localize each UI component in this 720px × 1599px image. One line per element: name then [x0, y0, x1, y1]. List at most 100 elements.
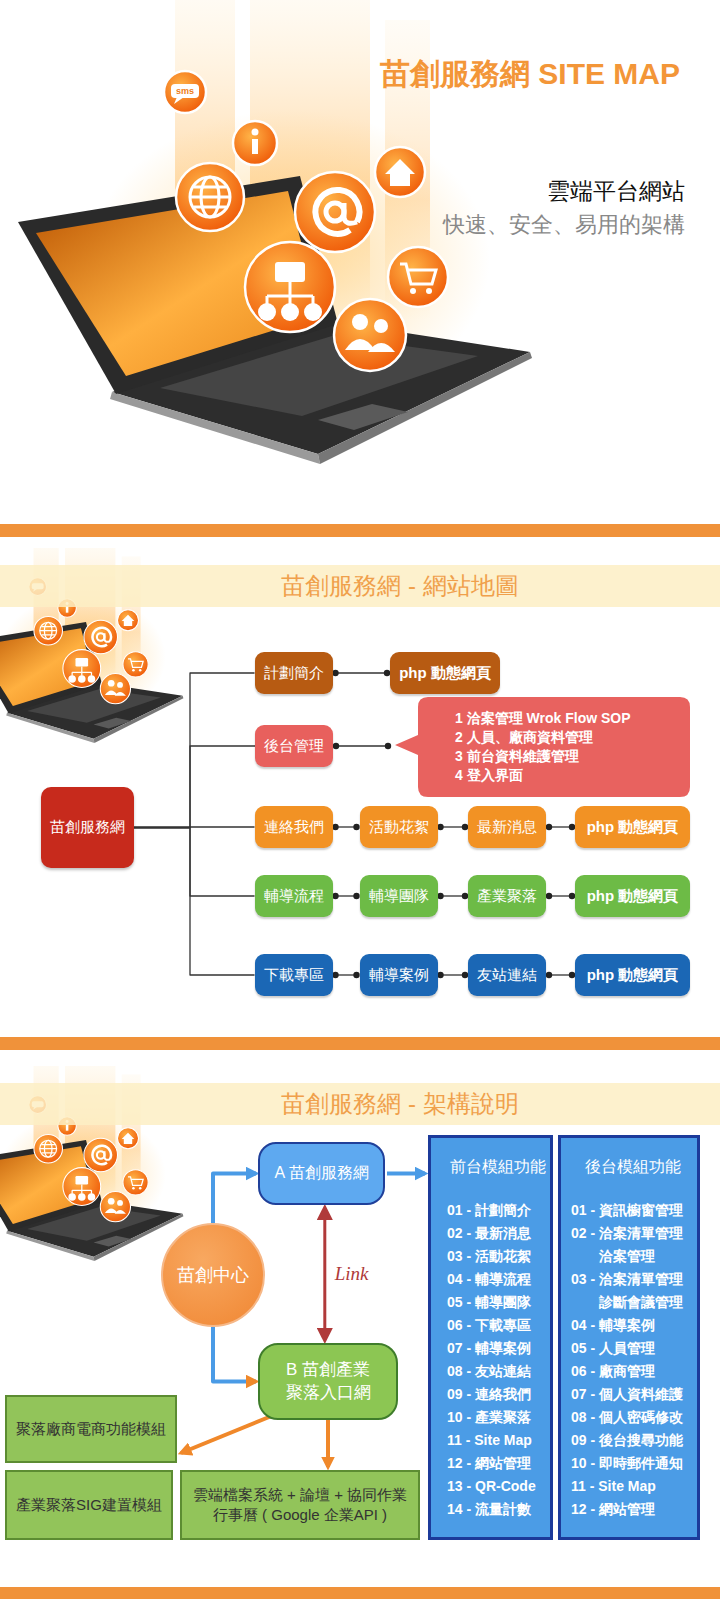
module-item: 14 - 流量計數 — [447, 1498, 548, 1521]
connector — [134, 828, 255, 897]
root-box: 苗創服務網 — [41, 787, 134, 868]
connector-dot — [332, 670, 338, 676]
module-item: 04 - 輔導流程 — [447, 1268, 548, 1291]
module-box: 產業聚落SIG建置模組 — [5, 1470, 173, 1540]
callout-line: 4 登入界面 — [455, 766, 523, 785]
node-label: A 苗創服務網 — [274, 1163, 368, 1184]
connector — [134, 828, 255, 976]
connector — [336, 672, 388, 673]
module-item: 08 - 個人密碼修改 — [571, 1406, 695, 1429]
node-label: 聚落廠商電商功能模組 — [16, 1419, 166, 1439]
module-item: 08 - 友站連結 — [447, 1360, 548, 1383]
node-label: php 動態網頁 — [399, 664, 491, 683]
page-box: php 動態網頁 — [575, 875, 690, 917]
connector-dot — [437, 972, 443, 978]
module-item: 02 - 洽案清單管理 洽案管理 — [571, 1222, 695, 1268]
module-panel: 前台模組功能01 - 計劃簡介02 - 最新消息03 - 活動花絮04 - 輔導… — [428, 1135, 553, 1540]
module-item: 12 - 網站管理 — [447, 1452, 548, 1475]
connector-dot — [333, 743, 339, 749]
module-item: 06 - 廠商管理 — [571, 1360, 695, 1383]
module-item: 12 - 網站管理 — [571, 1498, 695, 1521]
connector — [323, 1208, 326, 1340]
module-box: 雲端檔案系統 + 論壇 + 協同作業 行事曆 ( Google 企業API ) — [180, 1470, 420, 1540]
node-label: 友站連結 — [477, 966, 537, 985]
page-box: 計劃簡介 — [255, 652, 333, 694]
node-label: 雲端檔案系統 + 論壇 + 協同作業 行事曆 ( Google 企業API ) — [186, 1485, 414, 1526]
module-item: 05 - 人員管理 — [571, 1337, 695, 1360]
subtitle: 雲端平台網站 — [547, 176, 685, 206]
module-panel: 後台模組功能 01 - 資訊櫥窗管理02 - 洽案清單管理 洽案管理03 - 洽案… — [558, 1135, 700, 1540]
node-label: php 動態網頁 — [587, 966, 679, 985]
connector — [213, 1327, 256, 1382]
module-item: 01 - 資訊櫥窗管理 — [571, 1199, 695, 1222]
icon-text: sms — [170, 84, 200, 98]
page-box: 產業聚落 — [468, 875, 546, 917]
callout-outline — [395, 697, 690, 797]
connector — [549, 826, 572, 827]
connector — [387, 1172, 425, 1176]
connector-dot — [332, 972, 338, 978]
node-label: 輔導案例 — [369, 966, 429, 985]
section-band: 苗創服務網 - 網站地圖 — [0, 565, 720, 607]
module-item: 10 - 產業聚落 — [447, 1406, 548, 1429]
page-box: 活動花絮 — [360, 806, 438, 848]
page-box: 友站連結 — [468, 954, 546, 996]
connector — [441, 974, 466, 975]
page-box: php 動態網頁 — [575, 954, 690, 996]
site-box: A 苗創服務網 — [258, 1142, 385, 1205]
portal-box: B 苗創產業 聚落入口網 — [258, 1343, 398, 1420]
page-box: php 動態網頁 — [390, 652, 500, 694]
connector — [549, 974, 572, 975]
connector — [441, 826, 466, 827]
module-item: 11 - Site Map — [571, 1475, 695, 1498]
callout-box: 1 洽案管理 Wrok Flow SOP2 人員、廠商資料管理3 前台資料維護管… — [395, 697, 690, 797]
connector — [549, 895, 572, 896]
connector-dot — [546, 824, 552, 830]
node-label: 最新消息 — [477, 818, 537, 837]
node-label: 產業聚落SIG建置模組 — [16, 1495, 162, 1515]
page-box: 輔導案例 — [360, 954, 438, 996]
connector — [181, 1415, 274, 1453]
panel-heading: 後台模組功能 — [571, 1155, 695, 1179]
node-label: 苗創服務網 - 網站地圖 — [281, 570, 518, 602]
node-label: 輔導流程 — [264, 887, 324, 906]
module-item: 03 - 活動花絮 — [447, 1245, 548, 1268]
connector — [134, 673, 255, 828]
module-item: 07 - 輔導案例 — [447, 1337, 548, 1360]
module-item: 03 - 洽案清單管理 診斷會議管理 — [571, 1268, 695, 1314]
module-item: 04 - 輔導案例 — [571, 1314, 695, 1337]
node-label: 下載專區 — [264, 966, 324, 985]
divider-bar — [0, 1587, 720, 1599]
callout-line: 1 洽案管理 Wrok Flow SOP — [455, 709, 631, 728]
node-label: 連絡我們 — [264, 818, 324, 837]
module-item: 06 - 下載專區 — [447, 1314, 548, 1337]
tagline: 快速、安全、易用的架構 — [443, 210, 685, 240]
node-label: php 動態網頁 — [587, 818, 679, 837]
module-item: 02 - 最新消息 — [447, 1222, 548, 1245]
connector-label: Link — [333, 1263, 371, 1285]
connector — [441, 895, 466, 896]
page-box: 最新消息 — [468, 806, 546, 848]
page-box: php 動態網頁 — [575, 806, 690, 848]
page-title: 苗創服務網 SITE MAP — [380, 56, 680, 92]
node-label: 苗創中心 — [177, 1263, 249, 1287]
module-item: 05 - 輔導團隊 — [447, 1291, 548, 1314]
connector — [134, 746, 255, 828]
page-box: 下載專區 — [255, 954, 333, 996]
node-label: 後台管理 — [264, 737, 324, 756]
module-box: 聚落廠商電商功能模組 — [5, 1395, 177, 1463]
module-item: 13 - QR-Code — [447, 1475, 548, 1498]
module-item: 09 - 連絡我們 — [447, 1383, 548, 1406]
node-label: 苗創服務網 - 架構說明 — [281, 1088, 518, 1120]
module-item: 09 - 後台搜尋功能 — [571, 1429, 695, 1452]
center-circle: 苗創中心 — [161, 1223, 265, 1327]
node-label: 活動花絮 — [369, 818, 429, 837]
connector-dot — [332, 893, 338, 899]
callout-line: 2 人員、廠商資料管理 — [455, 728, 593, 747]
connector-dot — [546, 972, 552, 978]
connector-dot — [353, 824, 359, 830]
connector-dot — [332, 824, 338, 830]
divider-bar — [0, 524, 720, 537]
module-item: 10 - 即時郵件通知 — [571, 1452, 695, 1475]
